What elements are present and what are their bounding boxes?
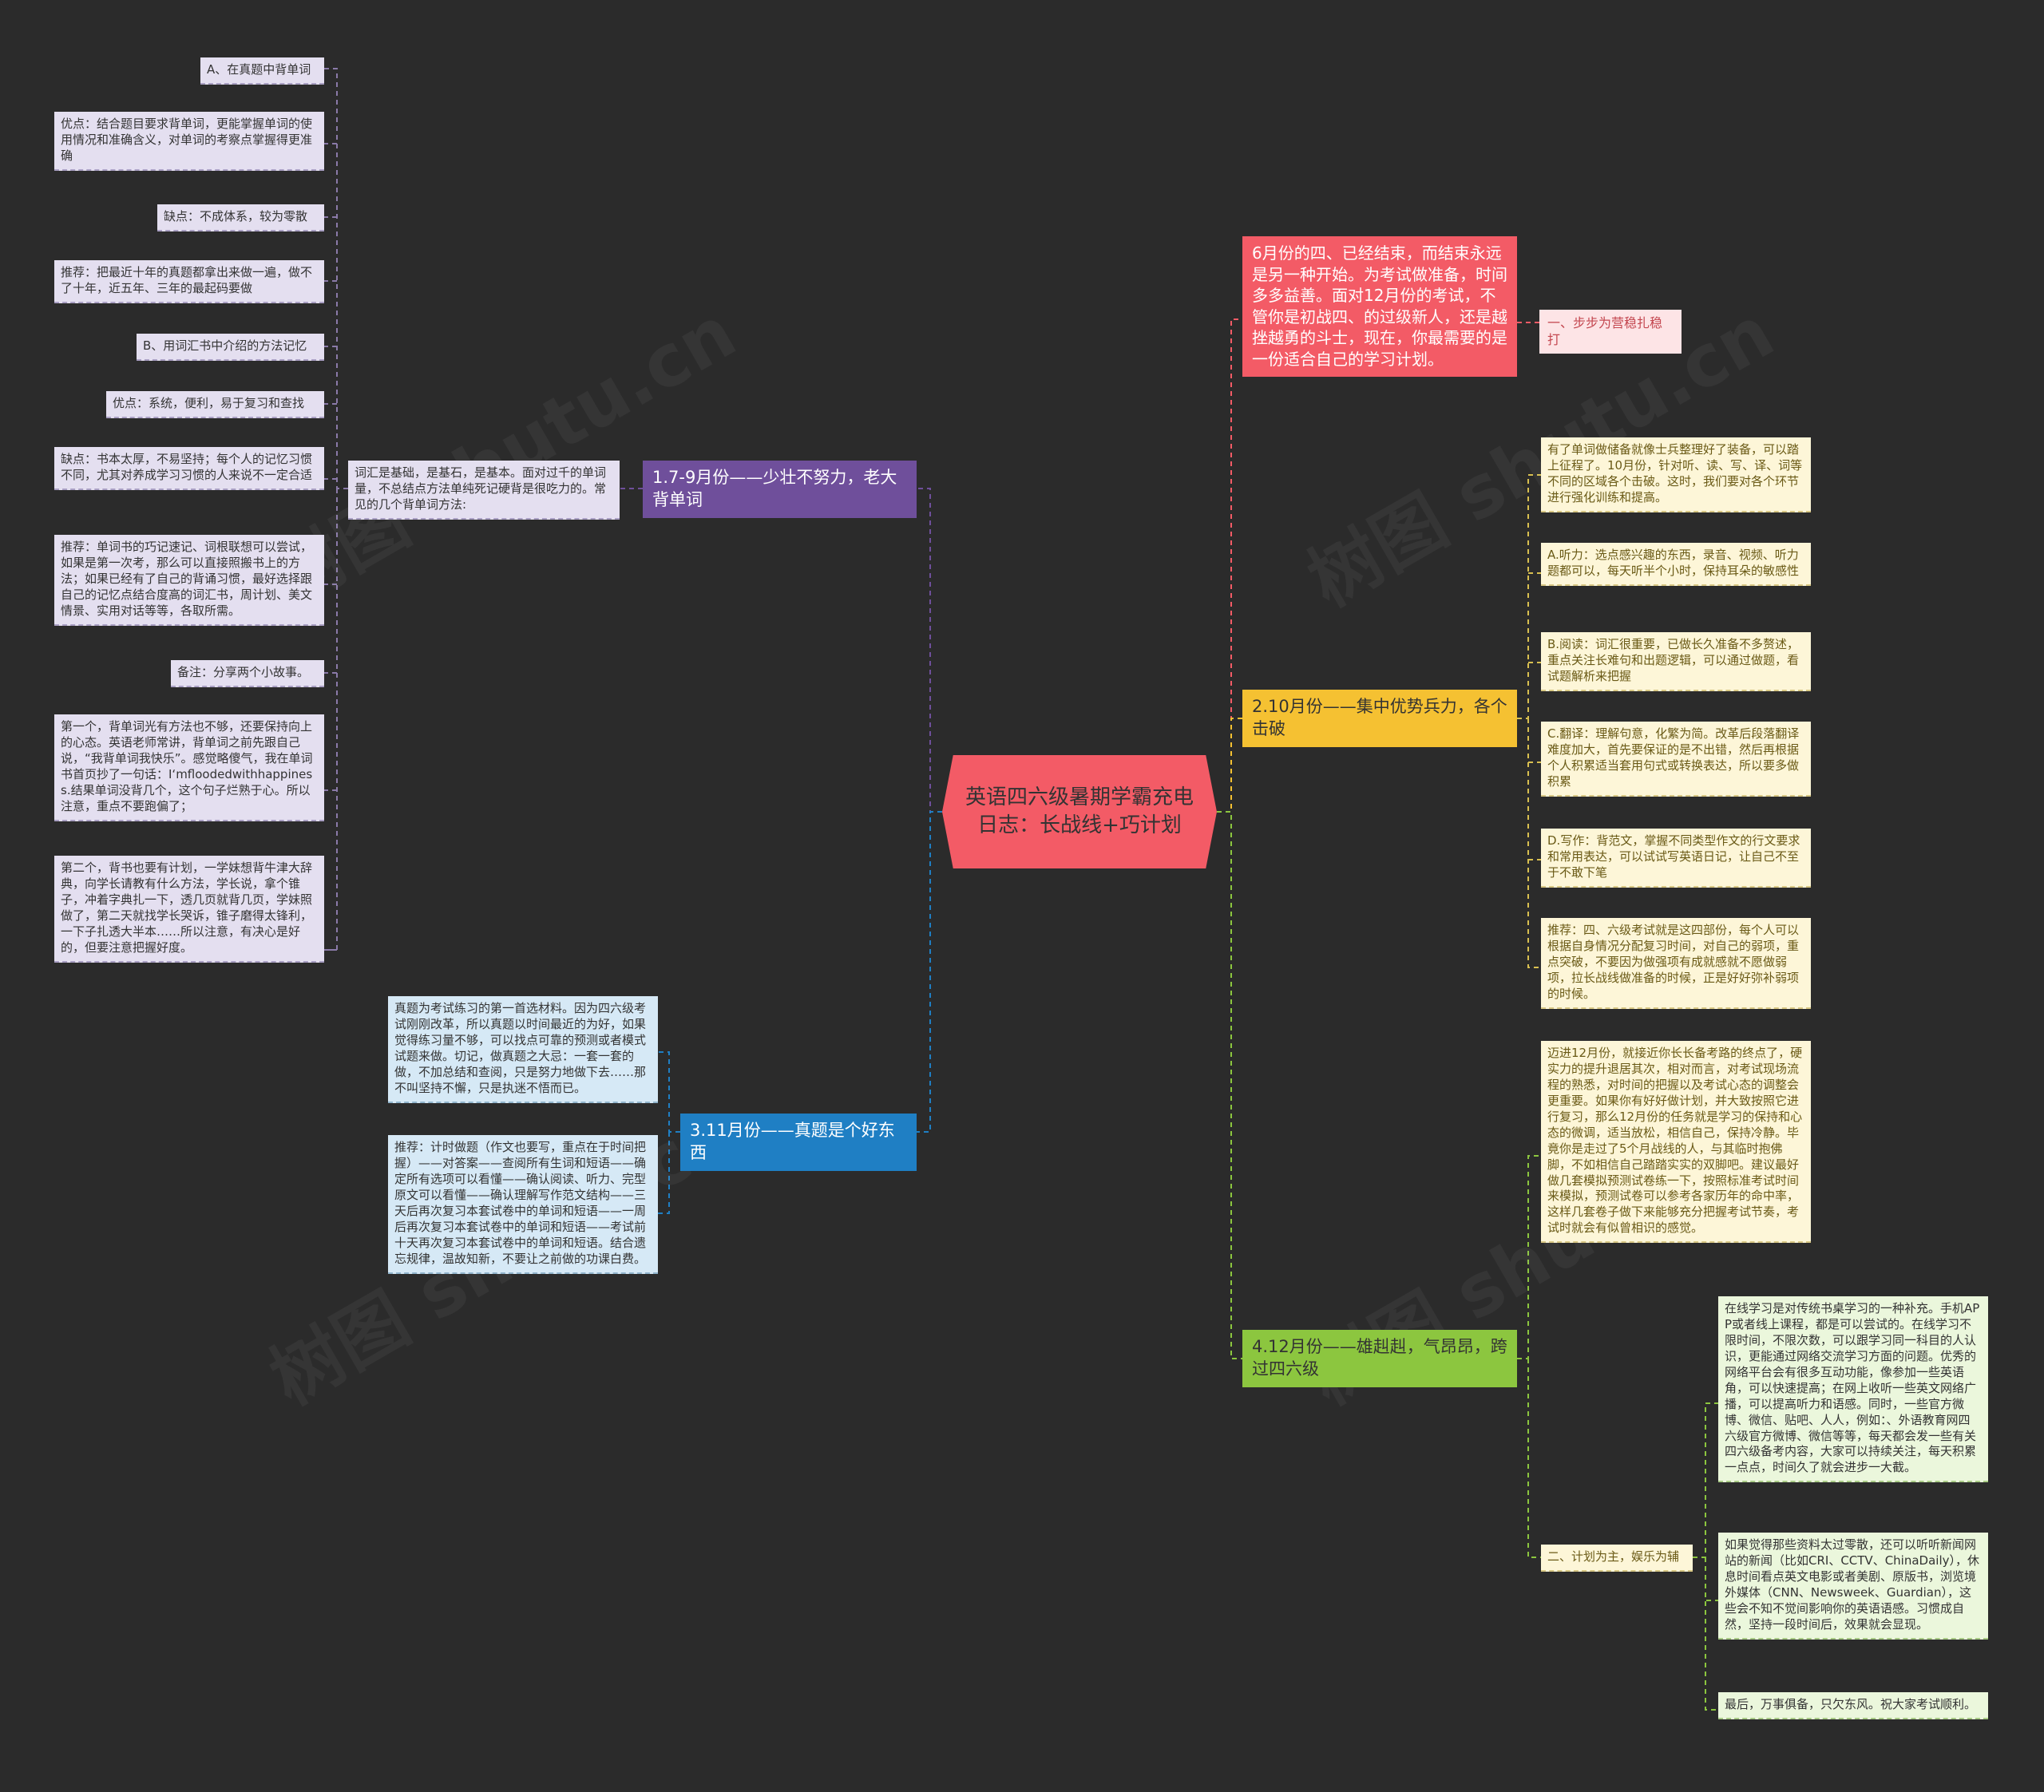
r2-item-translation[interactable]: C.翻译：理解句意，化繁为简。改革后段落翻译难度加大，首先要保证的是不出错，然后… bbox=[1541, 722, 1811, 797]
link-r3child-leaves bbox=[1693, 1402, 1718, 1711]
b1-item-b[interactable]: B、用词汇书中介绍的方法记忆 bbox=[137, 334, 324, 361]
b1-intro[interactable]: 词汇是基础，是基石，是基本。面对过千的单词量，不总结点方法单纯死记硬背是很吃力的… bbox=[348, 461, 620, 520]
branch-october[interactable]: 2.10月份——集中优势兵力，各个击破 bbox=[1242, 690, 1517, 747]
b1-item-a[interactable]: A、在真题中背单词 bbox=[200, 57, 324, 85]
r2-item-writing[interactable]: D.写作：背范文，掌握不同类型作文的行文要求和常用表达，可以试试写英语日记，让自… bbox=[1541, 829, 1811, 888]
link-r3-items bbox=[1517, 1155, 1541, 1558]
link-r2-items bbox=[1517, 474, 1541, 968]
b1-item-b-pros[interactable]: 优点：系统，便利，易于复习和查找 bbox=[106, 391, 324, 418]
link-root-r2 bbox=[1217, 718, 1242, 813]
b1-item-note[interactable]: 备注：分享两个小故事。 bbox=[171, 660, 324, 687]
branch-july-sept[interactable]: 1.7-9月份——少壮不努力，老大背单词 bbox=[643, 461, 917, 518]
r2-item-reading[interactable]: B.阅读：词汇很重要，已做长久准备不多赘述，重点关注长难句和出题逻辑，可以通过做… bbox=[1541, 632, 1811, 691]
b1-item-a-pros[interactable]: 优点：结合题目要求背单词，更能掌握单词的使用情况和准确含义，对单词的考察点掌握得… bbox=[54, 112, 324, 171]
link-b2-items bbox=[658, 1051, 680, 1214]
r3-online-learning[interactable]: 在线学习是对传统书桌学习的一种补充。手机APP或者线上课程，都是可以尝试的。在线… bbox=[1718, 1296, 1988, 1483]
root-topic[interactable]: 英语四六级暑期学霸充电日志：长战线+巧计划 bbox=[942, 755, 1217, 868]
r2-item-recommend[interactable]: 推荐：四、六级考试就是这四部份，每个人可以根据自身情况分配复习时间，对自己的弱项… bbox=[1541, 918, 1811, 1009]
b2-item-2[interactable]: 推荐：计时做题（作文也要写，重点在于时间把握）——对答案——查阅所有生词和短语—… bbox=[388, 1135, 658, 1274]
r2-item-intro[interactable]: 有了单词做储备就像士兵整理好了装备，可以踏上征程了。10月份，针对听、读、写、译… bbox=[1541, 437, 1811, 512]
r3-good-luck[interactable]: 最后，万事俱备，只欠东风。祝大家考试顺利。 bbox=[1718, 1692, 1988, 1719]
branch-june-intro[interactable]: 6月份的四、已经结束，而结束永远是另一种开始。为考试做准备，时间多多益善。面对1… bbox=[1242, 236, 1517, 377]
b1-item-a-cons[interactable]: 缺点：不成体系，较为零散 bbox=[157, 204, 324, 231]
b2-item-1[interactable]: 真题为考试练习的第一首选材料。因为四六级考试刚刚改革，所以真题以时间最近的为好，… bbox=[388, 996, 658, 1103]
r1-step-by-step[interactable]: 一、步步为营稳扎稳打 bbox=[1539, 310, 1682, 354]
r2-item-listening[interactable]: A.听力：选点感兴趣的东西，录音、视频、听力题都可以，每天听半个小时，保持耳朵的… bbox=[1541, 543, 1811, 586]
r3-text[interactable]: 迈进12月份，就接近你长长备考路的终点了，硬实力的提升退居其次，相对而言，对考试… bbox=[1541, 1041, 1811, 1244]
branch-november[interactable]: 3.11月份——真题是个好东西 bbox=[680, 1114, 917, 1171]
link-root-b2 bbox=[917, 811, 942, 1133]
r3-plan-first[interactable]: 二、计划为主，娱乐为辅 bbox=[1541, 1545, 1693, 1572]
link-root-b1 bbox=[917, 488, 942, 813]
b1-item-a-recommend[interactable]: 推荐：把最近十年的真题都拿出来做一遍，做不了十年，近五年、三年的最起码要做 bbox=[54, 260, 324, 303]
b1-story-2[interactable]: 第二个，背书也要有计划，一学妹想背牛津大辞典，向学长请教有什么方法，学长说，拿个… bbox=[54, 856, 324, 963]
b1-item-b-recommend[interactable]: 推荐：单词书的巧记速记、词根联想可以尝试，如果是第一次考，那么可以直接照搬书上的… bbox=[54, 535, 324, 626]
b1-item-b-cons[interactable]: 缺点：书本太厚，不易坚持；每个人的记忆习惯不同，尤其对养成学习习惯的人来说不一定… bbox=[54, 447, 324, 490]
branch-december[interactable]: 4.12月份——雄赳赳，气昂昂，跨过四六级 bbox=[1242, 1330, 1517, 1387]
link-root-r3 bbox=[1217, 811, 1242, 1359]
b1-story-1[interactable]: 第一个，背单词光有方法也不够，还要保持向上的心态。英语老师常讲，背单词之前先跟自… bbox=[54, 714, 324, 821]
r3-news-media[interactable]: 如果觉得那些资料太过零散，还可以听听新闻网站的新闻（比如CRI、CCTV、Chi… bbox=[1718, 1533, 1988, 1640]
link-root-r1 bbox=[1217, 318, 1242, 813]
